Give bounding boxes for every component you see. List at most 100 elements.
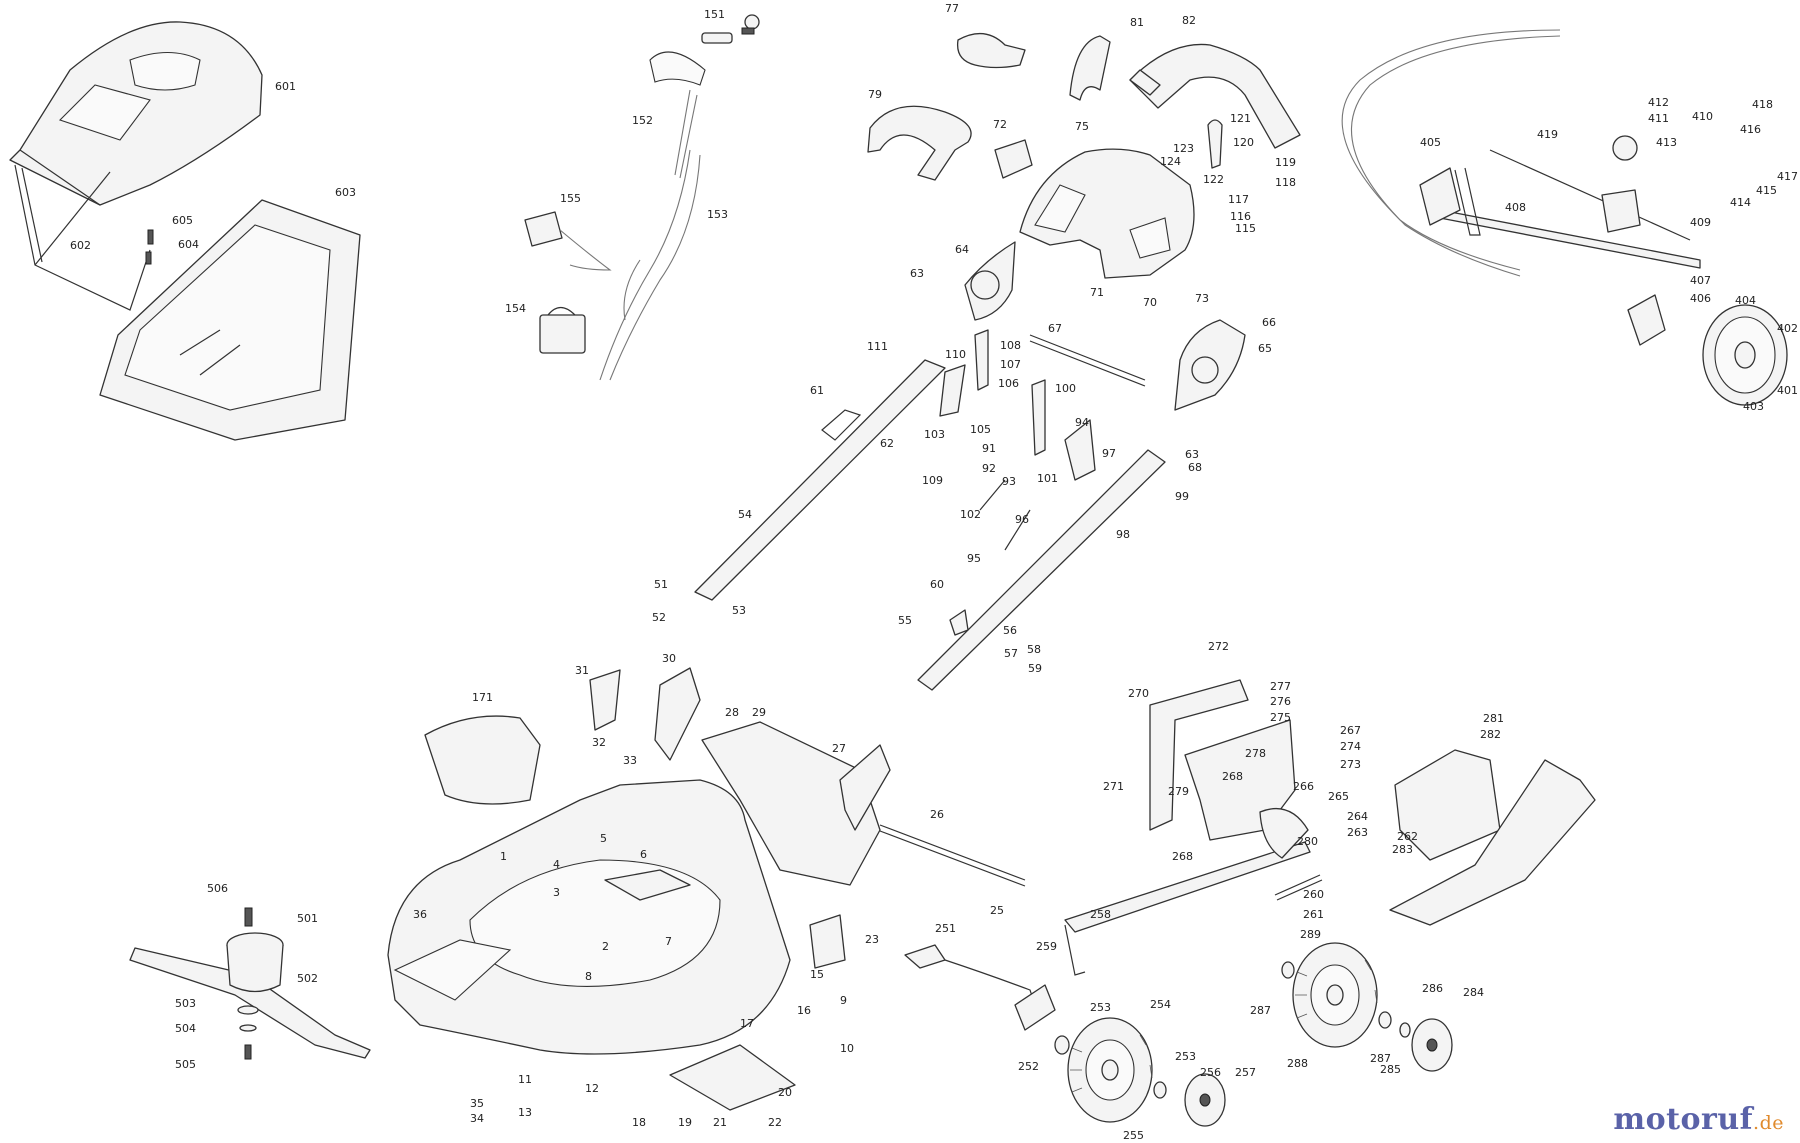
callout-286: 286 xyxy=(1422,982,1443,995)
callout-282: 282 xyxy=(1480,728,1501,741)
callout-22: 22 xyxy=(768,1116,782,1129)
callout-61: 61 xyxy=(810,384,824,397)
callout-31: 31 xyxy=(575,664,589,677)
grass-box-frame xyxy=(14,164,151,311)
callout-418: 418 xyxy=(1752,98,1773,111)
motoruf-watermark: motoruf.de xyxy=(1613,1102,1784,1137)
clip-72 xyxy=(994,139,1033,179)
callout-57: 57 xyxy=(1004,647,1018,660)
callout-403: 403 xyxy=(1743,400,1764,413)
callout-119: 119 xyxy=(1275,156,1296,169)
callout-284: 284 xyxy=(1463,986,1484,999)
callout-77: 77 xyxy=(945,2,959,15)
callout-2: 2 xyxy=(602,940,609,953)
callout-115: 115 xyxy=(1235,222,1256,235)
callout-107: 107 xyxy=(1000,358,1021,371)
callout-504: 504 xyxy=(175,1022,196,1035)
callout-54: 54 xyxy=(738,508,752,521)
handle-grip-79 xyxy=(867,105,972,181)
callout-270: 270 xyxy=(1128,687,1149,700)
callout-602: 602 xyxy=(70,239,91,252)
callout-35: 35 xyxy=(470,1097,484,1110)
callout-23: 23 xyxy=(865,933,879,946)
callout-273: 273 xyxy=(1340,758,1361,771)
callout-100: 100 xyxy=(1055,382,1076,395)
hubcap-284 xyxy=(1411,1018,1453,1072)
callout-65: 65 xyxy=(1258,342,1272,355)
callout-262: 262 xyxy=(1397,830,1418,843)
callout-153: 153 xyxy=(707,208,728,221)
callout-62: 62 xyxy=(880,437,894,450)
callout-254: 254 xyxy=(1150,998,1171,1011)
callout-285: 285 xyxy=(1380,1063,1401,1076)
callout-283: 283 xyxy=(1392,843,1413,856)
callout-97: 97 xyxy=(1102,447,1116,460)
callout-93: 93 xyxy=(1002,475,1016,488)
callout-labels: 601 602 603 604 605 151 152 153 154 155 … xyxy=(70,2,1798,1142)
callout-120: 120 xyxy=(1233,136,1254,149)
callout-171: 171 xyxy=(472,691,493,704)
callout-415: 415 xyxy=(1756,184,1777,197)
callout-401: 401 xyxy=(1777,384,1798,397)
callout-407: 407 xyxy=(1690,274,1711,287)
callout-405: 405 xyxy=(1420,136,1441,149)
cover-77 xyxy=(956,33,1026,69)
callout-154: 154 xyxy=(505,302,526,315)
callout-414: 414 xyxy=(1730,196,1751,209)
rear-guard-281 xyxy=(1389,749,1596,926)
callout-268b: 268 xyxy=(1172,850,1193,863)
callout-123: 123 xyxy=(1173,142,1194,155)
callout-106: 106 xyxy=(998,377,1019,390)
callout-277: 277 xyxy=(1270,680,1291,693)
callout-502: 502 xyxy=(297,972,318,985)
callout-404: 404 xyxy=(1735,294,1756,307)
lever-121 xyxy=(1207,119,1223,169)
callout-406: 406 xyxy=(1690,292,1711,305)
callout-66: 66 xyxy=(1262,316,1276,329)
callout-116: 116 xyxy=(1230,210,1251,223)
callout-63: 63 xyxy=(910,267,924,280)
callout-413: 413 xyxy=(1656,136,1677,149)
callout-251: 251 xyxy=(935,922,956,935)
callout-36: 36 xyxy=(413,908,427,921)
callout-118: 118 xyxy=(1275,176,1296,189)
callout-6: 6 xyxy=(640,848,647,861)
callout-71: 71 xyxy=(1090,286,1104,299)
callout-117: 117 xyxy=(1228,193,1249,206)
blade-502 xyxy=(129,947,371,1059)
spring-260 xyxy=(1274,874,1323,901)
callout-111: 111 xyxy=(867,340,888,353)
callout-58: 58 xyxy=(1027,643,1041,656)
callout-256: 256 xyxy=(1200,1066,1221,1079)
callout-98: 98 xyxy=(1116,528,1130,541)
callout-101: 101 xyxy=(1037,472,1058,485)
callout-155: 155 xyxy=(560,192,581,205)
callout-67: 67 xyxy=(1048,322,1062,335)
callout-70: 70 xyxy=(1143,296,1157,309)
callout-12: 12 xyxy=(585,1082,599,1095)
callout-279: 279 xyxy=(1168,785,1189,798)
callout-59: 59 xyxy=(1028,662,1042,675)
callout-16: 16 xyxy=(797,1004,811,1017)
callout-252: 252 xyxy=(1018,1060,1039,1073)
callout-152: 152 xyxy=(632,114,653,127)
drive-shaft-408 xyxy=(1439,149,1701,269)
callout-260: 260 xyxy=(1303,888,1324,901)
handle-tube-54 xyxy=(694,359,946,601)
callout-416: 416 xyxy=(1740,123,1761,136)
wheel-288 xyxy=(1292,942,1378,1048)
spring-61 xyxy=(821,409,862,441)
battery-154 xyxy=(539,306,586,354)
callout-30: 30 xyxy=(662,652,676,665)
screw-604-605 xyxy=(145,229,154,265)
callout-68: 68 xyxy=(1188,461,1202,474)
callout-411: 411 xyxy=(1648,112,1669,125)
callout-17: 17 xyxy=(740,1017,754,1030)
handle-tube-56 xyxy=(917,449,1166,691)
callout-25: 25 xyxy=(990,904,1004,917)
quadrant-265 xyxy=(1259,807,1309,859)
callout-75: 75 xyxy=(1075,120,1089,133)
callout-4: 4 xyxy=(553,858,560,871)
callout-108: 108 xyxy=(1000,339,1021,352)
